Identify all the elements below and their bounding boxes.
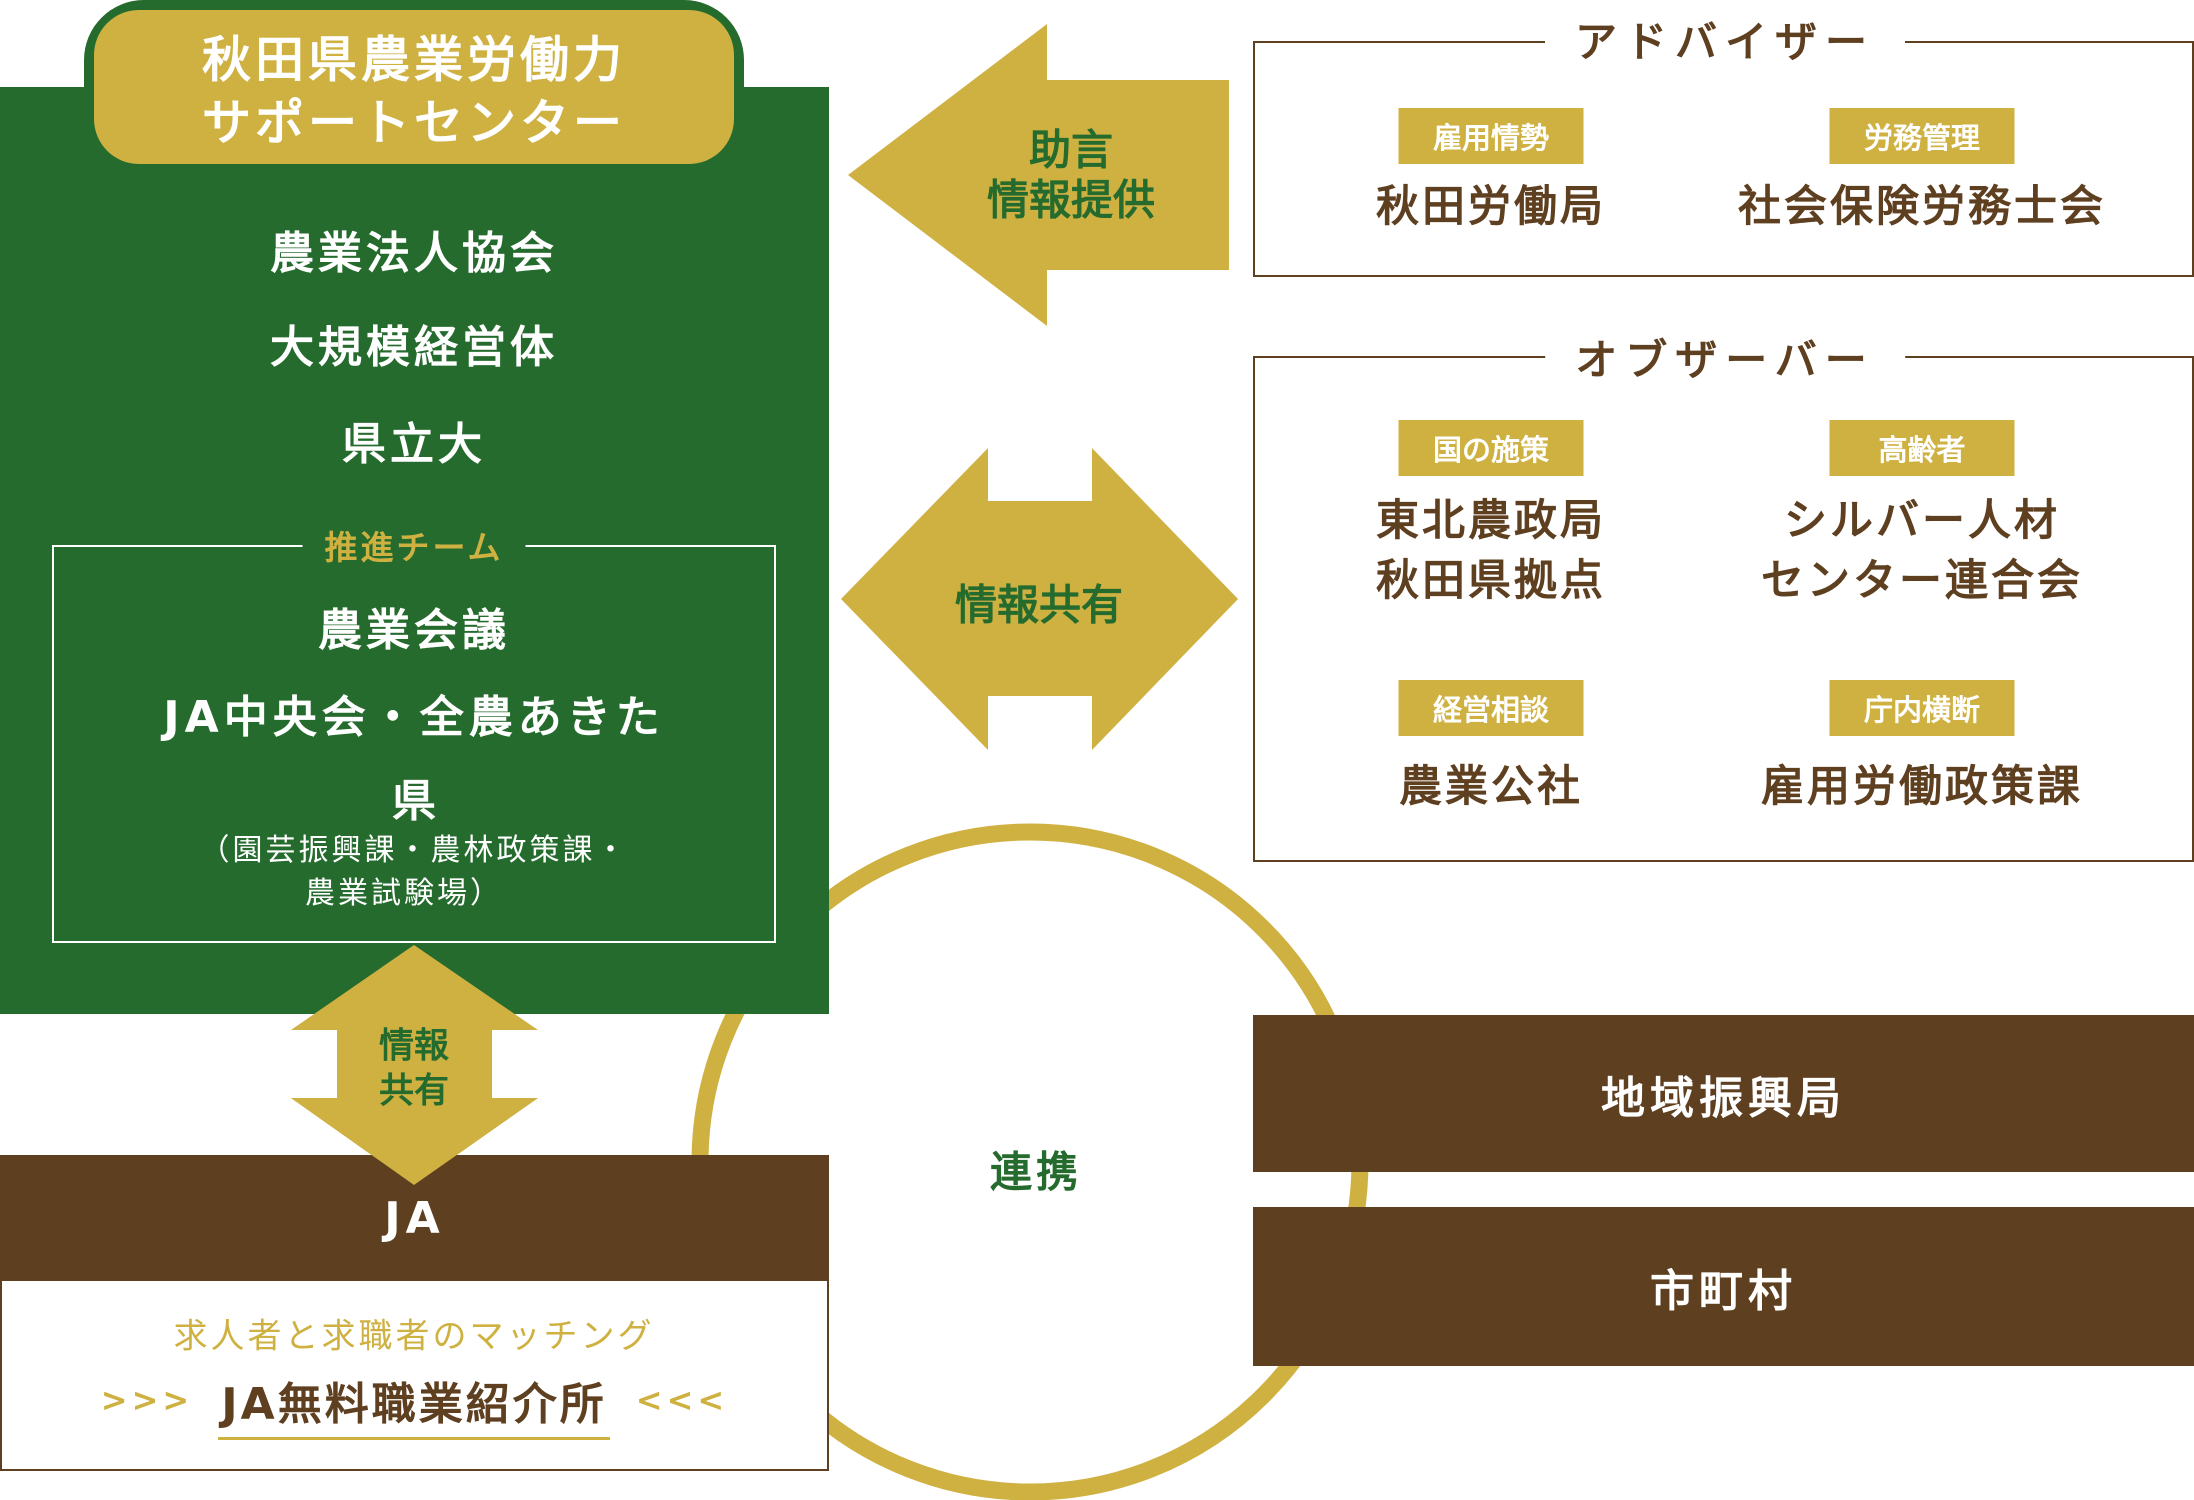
ja-matching: 求人者と求職者のマッチング [173, 1316, 655, 1357]
advice-line2: 情報提供 [986, 175, 1156, 225]
observer-title: オブザーバー [1545, 326, 1905, 388]
observer-name-silver-1: シルバー人材 [1784, 496, 2060, 546]
center-title-line1: 秋田県農業労働力 [201, 31, 627, 89]
vertical-share-line2: 共有 [378, 1071, 450, 1112]
ja-bar: JA [0, 1155, 829, 1281]
center-title-line2: サポートセンター [201, 94, 627, 152]
municipalities-bar: 市町村 [1253, 1207, 2194, 1366]
team-agri-council: 農業会議 [318, 605, 510, 656]
observer-name-silver-2: センター連合会 [1761, 556, 2083, 606]
advice-line1: 助言 [1028, 125, 1114, 175]
observer-name-employment-policy: 雇用労働政策課 [1761, 762, 2083, 812]
ja-service-name: JA無料職業紹介所 [221, 1379, 607, 1430]
observer-tag-cross-dept: 庁内横断 [1829, 680, 2015, 736]
cooperation-label: 連携 [989, 1147, 1083, 1197]
regional-bureau-bar: 地域振興局 [1253, 1015, 2194, 1172]
advisor-box [1253, 41, 2194, 277]
info-share-double-arrow [841, 448, 1238, 750]
ja-left-marks: >>> [100, 1381, 194, 1419]
member-large-farms: 大規模経営体 [270, 322, 558, 373]
team-ja-central: JA中央会・全農あきた [163, 692, 665, 743]
municipalities-label: 市町村 [1650, 1265, 1797, 1317]
member-agri-corp: 農業法人協会 [270, 228, 558, 279]
advisor-tag-employment: 雇用情勢 [1398, 108, 1584, 164]
team-prefecture: 県 [392, 776, 436, 827]
ja-right-marks: <<< [635, 1381, 729, 1419]
advisor-title: アドバイザー [1544, 8, 1906, 70]
advisor-tag-labor-mgmt: 労務管理 [1829, 108, 2015, 164]
info-share-label: 情報共有 [954, 580, 1124, 630]
team-pref-sub-1: （園芸振興課・農林政策課・ [199, 833, 629, 868]
advisor-name-sharoushi: 社会保険労務士会 [1738, 182, 2106, 232]
observer-tag-elderly: 高齢者 [1829, 420, 2015, 476]
advice-arrow [848, 24, 1229, 326]
observer-tag-management: 経営相談 [1398, 680, 1584, 736]
title-pill [94, 10, 734, 164]
observer-name-agri-corp: 農業公社 [1399, 762, 1583, 812]
regional-bureau-label: 地域振興局 [1601, 1072, 1846, 1124]
ja-service-underline [218, 1437, 610, 1440]
team-label: 推進チーム [302, 521, 526, 569]
observer-name-tohoku-2: 秋田県拠点 [1376, 556, 1606, 606]
observer-tag-national: 国の施策 [1398, 420, 1584, 476]
ja-title: JA [384, 1192, 445, 1244]
member-pref-univ: 県立大 [342, 419, 486, 470]
vertical-share-line1: 情報 [378, 1026, 450, 1067]
team-pref-sub-2: 農業試験場） [305, 876, 503, 911]
advisor-name-labor-bureau: 秋田労働局 [1376, 182, 1606, 232]
observer-name-tohoku-1: 東北農政局 [1376, 496, 1606, 546]
